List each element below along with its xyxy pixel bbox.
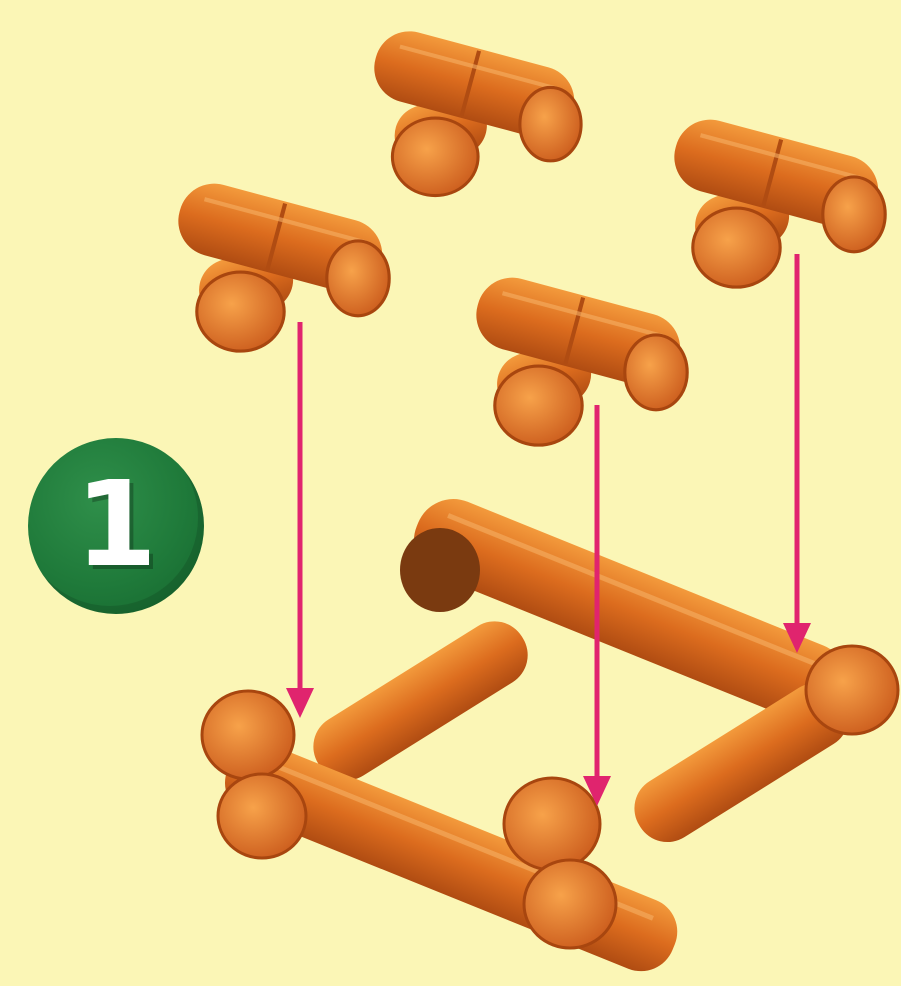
arrow-left xyxy=(286,322,314,718)
step-number: 1 xyxy=(75,465,157,583)
arrow-right xyxy=(783,254,811,653)
log-frame-base xyxy=(202,488,898,981)
step-number-badge: 1 xyxy=(28,438,204,614)
log-connector-piece-left xyxy=(170,176,390,351)
frame-corner-back-right xyxy=(806,646,898,734)
log-connector-piece-top xyxy=(366,24,582,196)
log-connector-piece-right xyxy=(666,112,886,287)
log-connector-piece-center xyxy=(468,270,688,445)
